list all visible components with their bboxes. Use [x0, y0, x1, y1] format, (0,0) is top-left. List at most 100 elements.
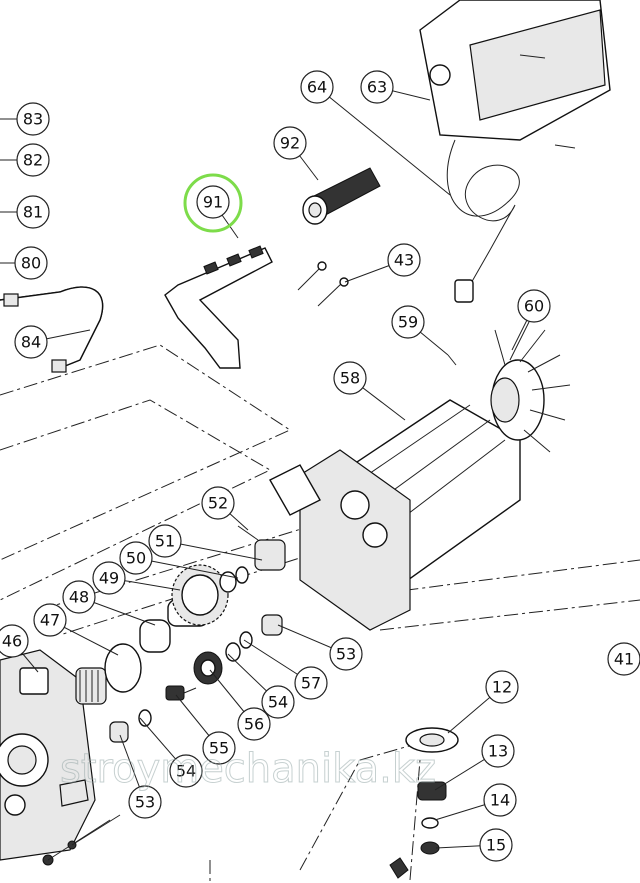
- callout-label: 81: [23, 203, 43, 222]
- callout-59: 59: [391, 305, 425, 339]
- callout-53: 53: [128, 785, 162, 819]
- callout-label: 84: [21, 333, 41, 352]
- callout-label: 56: [244, 715, 264, 734]
- callout-circle: [294, 666, 328, 700]
- screw-59: [447, 354, 457, 366]
- callout-49: 49: [92, 561, 126, 595]
- valve-assembly: [389, 727, 459, 879]
- callout-91: 91: [183, 173, 243, 233]
- callout-label: 49: [99, 569, 119, 588]
- callout-50: 50: [119, 541, 153, 575]
- callout-circle: [16, 143, 50, 177]
- handle-bolts: [297, 261, 349, 307]
- handle-grip: [302, 167, 381, 225]
- callout-84: 84: [14, 325, 48, 359]
- callout-83: 83: [16, 102, 50, 136]
- callout-circle: [14, 246, 48, 280]
- callout-label: 14: [490, 791, 510, 810]
- callout-57: 57: [294, 666, 328, 700]
- callout-48: 48: [62, 580, 96, 614]
- callout-82: 82: [16, 143, 50, 177]
- callout-circle: [196, 185, 230, 219]
- callout-12: 12: [485, 670, 519, 704]
- callout-circle: [62, 580, 96, 614]
- callout-circle: [391, 305, 425, 339]
- callout-label: 60: [524, 297, 544, 316]
- bypass-hose: [0, 286, 104, 373]
- callout-52: 52: [201, 486, 235, 520]
- callout-label: 55: [209, 739, 229, 758]
- callout-43: 43: [387, 243, 421, 277]
- callout-circle: [333, 361, 367, 395]
- callout-53: 53: [329, 637, 363, 671]
- callout-circle: [128, 785, 162, 819]
- callout-label: 41: [614, 650, 634, 669]
- callout-label: 54: [268, 693, 288, 712]
- callout-13: 13: [481, 734, 515, 768]
- callout-56: 56: [237, 707, 271, 741]
- cooling-fan: [490, 319, 571, 453]
- large-gear: [171, 564, 229, 626]
- callout-circle: [517, 289, 551, 323]
- callout-54: 54: [261, 685, 295, 719]
- callout-55: 55: [202, 731, 236, 765]
- callout-81: 81: [16, 195, 50, 229]
- callout-label: 53: [135, 793, 155, 812]
- callout-circle: [360, 70, 394, 104]
- bushing-53b: [109, 721, 129, 743]
- callout-circle: [329, 637, 363, 671]
- callout-circle: [237, 707, 271, 741]
- callout-circle: [481, 734, 515, 768]
- callout-label: 12: [492, 678, 512, 697]
- callout-circle: [300, 70, 334, 104]
- callout-label: 64: [307, 78, 327, 97]
- callout-circle: [92, 561, 126, 595]
- pump-housing: [0, 649, 121, 866]
- callout-label: 46: [2, 632, 22, 651]
- needle-bearing: [75, 667, 107, 705]
- callout-circle: [201, 486, 235, 520]
- callout-51: 51: [148, 524, 182, 558]
- washer-57: [239, 631, 253, 649]
- callout-label: 58: [340, 369, 360, 388]
- callout-label: 51: [155, 532, 175, 551]
- callout-label: 57: [301, 674, 321, 693]
- callout-label: 54: [176, 762, 196, 781]
- callout-label: 52: [208, 494, 228, 513]
- callout-47: 47: [33, 603, 67, 637]
- callout-circle: [33, 603, 67, 637]
- callout-leader-50: [135, 557, 239, 579]
- callout-label: 48: [69, 588, 89, 607]
- callout-circle: [273, 126, 307, 160]
- callout-58: 58: [333, 361, 367, 395]
- callout-92: 92: [273, 126, 307, 160]
- washer-51: [235, 566, 249, 584]
- callout-15: 15: [479, 828, 513, 862]
- seal-ring: [104, 643, 142, 693]
- washer-54b: [138, 709, 152, 727]
- callout-64: 64: [300, 70, 334, 104]
- callout-circle: [387, 243, 421, 277]
- callout-circle: [0, 624, 29, 658]
- callout-circle: [16, 102, 50, 136]
- power-cord: [446, 139, 520, 303]
- callout-circle: [607, 642, 640, 676]
- electric-motor: [269, 399, 521, 631]
- callout-circle: [119, 541, 153, 575]
- callout-label: 59: [398, 313, 418, 332]
- callout-label: 47: [40, 611, 60, 630]
- bearing-51: [254, 539, 286, 571]
- assembly-guide-lines: [0, 344, 640, 883]
- drive-shaft: [165, 685, 197, 701]
- callout-label: 43: [394, 251, 414, 270]
- watermark: stroymechanika.kz: [60, 746, 436, 792]
- washer-54: [225, 642, 241, 662]
- callout-leader-64: [316, 86, 451, 196]
- callout-label: 63: [367, 78, 387, 97]
- callout-label: 82: [23, 151, 43, 170]
- callout-circle: [16, 195, 50, 229]
- callout-46: 46: [0, 624, 29, 658]
